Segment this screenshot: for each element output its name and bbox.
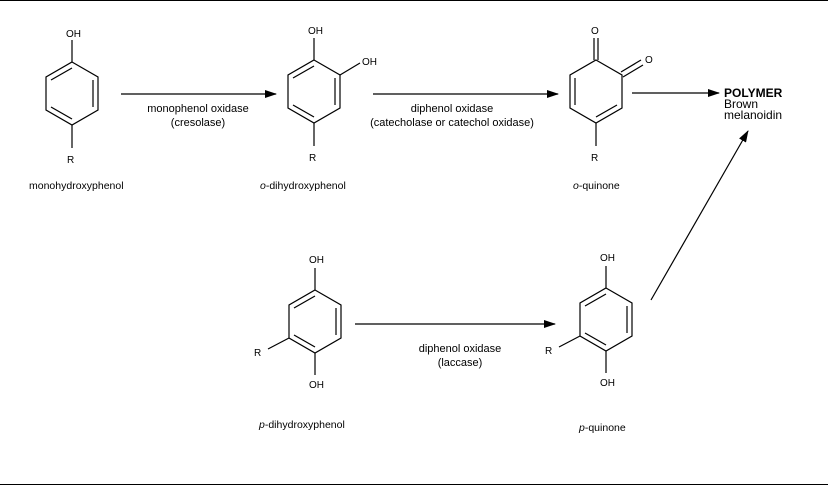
- o-dihydroxyphenol-structure: OH OH R: [288, 26, 377, 164]
- double-bond: [51, 68, 72, 80]
- monohydroxyphenol-caption: monohydroxyphenol: [29, 180, 124, 192]
- double-bond: [294, 335, 315, 347]
- r-group-label: R: [309, 153, 316, 164]
- carbonyl-bond-2a: [621, 60, 641, 72]
- melanoidin-label: melanoidin: [724, 108, 782, 122]
- hydroxyl-label-2: OH: [362, 57, 377, 68]
- enzyme-sublabel-3: (laccase): [438, 357, 483, 369]
- p-dihydroxyphenol-caption: p-dihydroxyphenol: [258, 419, 345, 431]
- o-quinone-structure: O O R: [570, 26, 653, 164]
- r-bond: [268, 338, 289, 349]
- double-bond: [585, 294, 606, 306]
- benzene-ring: [46, 62, 98, 125]
- carbonyl-label-2: O: [645, 55, 653, 66]
- r-group-label: R: [591, 153, 598, 164]
- enzyme-label-3: diphenol oxidase: [419, 343, 502, 355]
- hydroxyl-bond-2: [340, 63, 360, 75]
- reaction-arrow-diagonal-to-polymer: [651, 131, 748, 300]
- p-quinone-caption: p-quinone: [578, 422, 626, 434]
- enzyme-label-2: diphenol oxidase: [411, 103, 494, 115]
- double-bond: [293, 105, 314, 117]
- benzene-ring: [288, 60, 340, 123]
- double-bond: [596, 105, 617, 117]
- r-group-label: R: [67, 155, 74, 166]
- double-bond: [51, 107, 72, 119]
- hydroxyl-label-bottom: OH: [309, 380, 324, 391]
- quinone-ring: [570, 60, 622, 123]
- hydroxyl-label-bottom: OH: [600, 378, 615, 389]
- hydroxyl-label-top: OH: [600, 253, 615, 264]
- double-bond: [585, 333, 606, 345]
- carbonyl-bond-2b: [623, 65, 643, 77]
- enzyme-sublabel-2: (catecholase or catechol oxidase): [370, 117, 534, 129]
- p-dihydroxyphenol-structure: OH OH R: [254, 255, 341, 391]
- r-bond: [559, 336, 580, 347]
- enzyme-sublabel-1: (cresolase): [171, 117, 225, 129]
- hydroxyl-label-1: OH: [308, 26, 323, 37]
- o-dihydroxyphenol-caption: o-dihydroxyphenol: [260, 180, 346, 192]
- ring: [580, 288, 632, 351]
- double-bond: [294, 296, 315, 308]
- hydroxyl-label-top: OH: [309, 255, 324, 266]
- benzene-ring: [289, 290, 341, 353]
- r-group-label: R: [254, 348, 261, 359]
- double-bond: [293, 66, 314, 78]
- p-quinone-structure: OH OH R: [545, 253, 632, 389]
- hydroxyl-label: OH: [66, 29, 81, 40]
- enzyme-label-1: monophenol oxidase: [147, 103, 249, 115]
- monohydroxyphenol-structure: OH R: [46, 29, 98, 166]
- r-group-label: R: [545, 346, 552, 357]
- carbonyl-label-1: O: [591, 26, 599, 37]
- o-quinone-caption: o-quinone: [573, 180, 620, 192]
